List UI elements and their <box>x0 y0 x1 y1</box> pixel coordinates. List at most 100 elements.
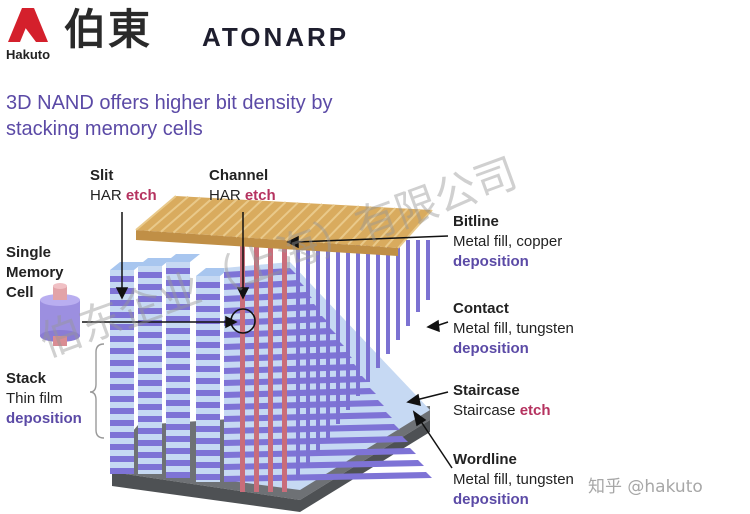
contact-title: Contact <box>453 300 509 317</box>
headline-line-2: stacking memory cells <box>6 118 203 140</box>
stack-layer <box>166 280 190 286</box>
slit-title: Slit <box>90 167 114 184</box>
stack-layer <box>138 344 162 350</box>
bitline-wire <box>322 205 360 244</box>
contact-process: deposition <box>453 340 529 357</box>
stack-layer <box>138 404 162 410</box>
stack-layer <box>196 450 220 456</box>
stack-layer <box>110 420 134 426</box>
bitline-label: Bitline Metal fill, copper deposition <box>453 212 562 272</box>
stack-layer <box>196 330 220 336</box>
stack-detail: Thin film <box>6 390 63 407</box>
stack-layer <box>138 320 162 326</box>
stack-layer <box>196 318 220 324</box>
bitline-wire <box>135 195 177 231</box>
bitline-wire <box>297 203 336 242</box>
stack-layer <box>166 364 190 370</box>
bitline-wire <box>384 208 421 248</box>
stack-layer <box>166 340 190 346</box>
stack-layer <box>166 472 190 478</box>
stack-layer <box>166 436 190 442</box>
channel-pillar <box>268 240 273 492</box>
stack-layer <box>110 360 134 366</box>
contact-pillar <box>296 240 300 480</box>
bitline-wire <box>347 206 384 246</box>
single-memory-cell-icon <box>40 283 80 346</box>
staircase-layer <box>224 460 424 470</box>
stack-layer <box>166 292 190 298</box>
staircase-layer <box>224 316 328 326</box>
stack-layer <box>196 438 220 444</box>
contact-pillar <box>406 240 410 326</box>
stack-layer <box>166 412 190 418</box>
stack-layer <box>138 356 162 362</box>
bitline-wire <box>185 197 226 235</box>
wordline-detail: Metal fill, tungsten <box>453 471 574 488</box>
contact-pillar <box>346 240 350 410</box>
bitline-wire <box>309 204 348 243</box>
stack-layer <box>138 392 162 398</box>
bitline-wire <box>247 201 287 239</box>
stack-layer <box>138 464 162 470</box>
stack-layer <box>138 272 162 278</box>
stack-title: Stack <box>6 370 47 387</box>
smc-line-3: Cell <box>6 284 34 301</box>
bitline-detail: Metal fill, copper <box>453 233 563 250</box>
bitline-process: deposition <box>453 253 529 270</box>
bitline-wire <box>285 203 323 241</box>
staircase-title: Staircase <box>453 382 520 399</box>
bitline-wire <box>235 200 275 238</box>
stack-layer <box>110 432 134 438</box>
stack-layer <box>166 352 190 358</box>
contact-pillar <box>316 240 320 452</box>
contact-pillar <box>336 240 340 424</box>
leader-lines <box>82 212 453 469</box>
contact-pillar <box>396 240 400 340</box>
stack-layer <box>166 304 190 310</box>
channel-label: Channel HAR etch <box>209 166 276 206</box>
stack-layer <box>110 312 134 318</box>
hakuto-logo-mark <box>8 8 48 42</box>
channel-pillar <box>282 240 287 492</box>
vertical-pillars <box>240 240 430 492</box>
bitline-wire <box>397 209 433 249</box>
stack-block-top <box>196 268 230 276</box>
staircase-process: etch <box>519 402 551 419</box>
stack-layer <box>110 372 134 378</box>
stack-layer <box>138 380 162 386</box>
contact-pillar <box>366 240 370 382</box>
wordline-label: Wordline Metal fill, tungsten deposition <box>453 450 574 510</box>
zhihu-watermark: 知乎 @hakuto <box>588 477 703 497</box>
bitline-wire <box>147 195 189 232</box>
stack-layer <box>166 388 190 394</box>
headline-line-1: 3D NAND offers higher bit density by <box>6 92 333 114</box>
memory-stack <box>110 254 230 482</box>
stack-block-top <box>110 262 144 270</box>
stack-layer <box>110 408 134 414</box>
stack-block-top <box>166 254 200 262</box>
stack-layer <box>138 440 162 446</box>
stack-layer <box>138 296 162 302</box>
stack-layer <box>110 444 134 450</box>
stack-layer <box>166 448 190 454</box>
slit-process: etch <box>125 187 157 204</box>
stack-layer <box>110 300 134 306</box>
stack-layer <box>166 376 190 382</box>
stack-layer <box>196 414 220 420</box>
stack-layer <box>110 384 134 390</box>
stack-block-top <box>138 258 172 266</box>
stack-layer <box>196 390 220 396</box>
stack-layer <box>110 348 134 354</box>
slit-label: Slit HAR etch <box>90 166 157 206</box>
stack-layer <box>110 468 134 474</box>
bitline-wire <box>210 199 250 236</box>
stack-brace <box>89 343 105 439</box>
contact-pillar <box>386 240 390 354</box>
bitline-wire <box>172 197 214 234</box>
stack-layer <box>138 308 162 314</box>
staircase-label: Staircase Staircase etch <box>453 381 551 421</box>
contact-pillar <box>376 240 380 368</box>
stack-layer <box>196 366 220 372</box>
bitline-wire <box>372 207 409 247</box>
